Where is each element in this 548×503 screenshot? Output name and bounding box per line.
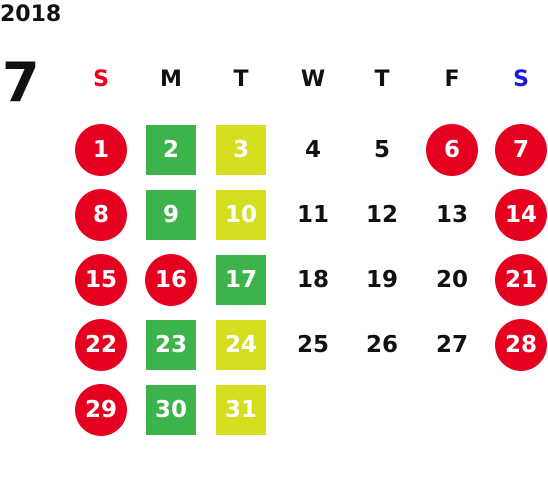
day-cell-23: 23 bbox=[146, 320, 196, 370]
weekday-header-mon: M bbox=[160, 67, 182, 92]
day-cell-26: 26 bbox=[365, 332, 398, 358]
weekday-header-thu: T bbox=[374, 67, 390, 92]
weekday-header-fri: F bbox=[444, 67, 460, 92]
day-cell-30: 30 bbox=[146, 385, 196, 435]
year-label: 2018 bbox=[0, 2, 62, 27]
day-cell-29: 29 bbox=[75, 384, 127, 436]
day-cell-10: 10 bbox=[216, 190, 266, 240]
day-cell-16: 16 bbox=[145, 254, 197, 306]
weekday-header-sun: S bbox=[93, 67, 109, 92]
day-cell-22: 22 bbox=[75, 319, 127, 371]
day-cell-27: 27 bbox=[435, 332, 468, 358]
day-cell-8: 8 bbox=[75, 189, 127, 241]
day-cell-12: 12 bbox=[365, 202, 398, 228]
day-cell-24: 24 bbox=[216, 320, 266, 370]
weekday-header-tue: T bbox=[233, 67, 249, 92]
day-cell-6: 6 bbox=[426, 124, 478, 176]
month-number: 7 bbox=[2, 51, 40, 114]
day-cell-1: 1 bbox=[75, 124, 127, 176]
day-cell-13: 13 bbox=[435, 202, 468, 228]
day-cell-7: 7 bbox=[495, 124, 547, 176]
day-cell-21: 21 bbox=[495, 254, 547, 306]
day-cell-14: 14 bbox=[495, 189, 547, 241]
day-cell-5: 5 bbox=[373, 137, 390, 163]
day-cell-9: 9 bbox=[146, 190, 196, 240]
weekday-header-sat: S bbox=[513, 67, 529, 92]
day-cell-11: 11 bbox=[296, 202, 329, 228]
day-cell-25: 25 bbox=[296, 332, 329, 358]
day-cell-31: 31 bbox=[216, 385, 266, 435]
day-cell-4: 4 bbox=[304, 137, 321, 163]
day-cell-18: 18 bbox=[296, 267, 329, 293]
day-cell-17: 17 bbox=[216, 255, 266, 305]
day-cell-19: 19 bbox=[365, 267, 398, 293]
day-cell-15: 15 bbox=[75, 254, 127, 306]
day-cell-28: 28 bbox=[495, 319, 547, 371]
day-cell-3: 3 bbox=[216, 125, 266, 175]
weekday-header-wed: W bbox=[300, 67, 326, 92]
day-cell-20: 20 bbox=[435, 267, 468, 293]
day-cell-2: 2 bbox=[146, 125, 196, 175]
